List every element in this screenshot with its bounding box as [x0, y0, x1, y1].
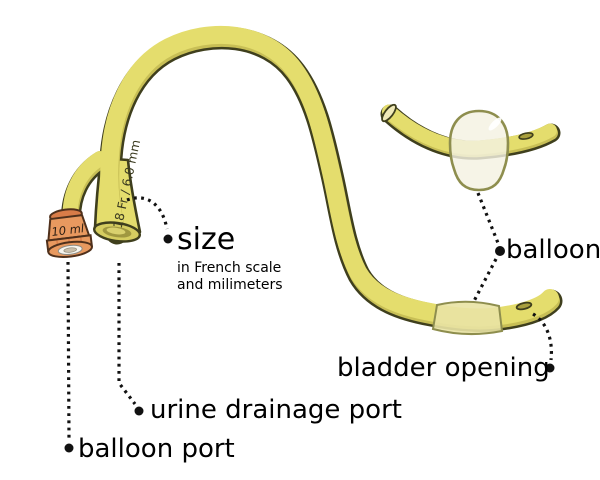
size-label-text: size	[177, 222, 236, 257]
balloon-highlight	[488, 117, 502, 131]
urine-drainage-opening	[92, 221, 142, 243]
leader-balloon-port	[66, 261, 71, 441]
size-sublabel-line2: and milimeters	[177, 277, 283, 294]
size-dot	[163, 234, 173, 244]
valve-volume-text: 10 ml	[51, 221, 86, 239]
balloon-dot	[495, 246, 505, 256]
label-size: size in French scale and milimeters	[177, 224, 283, 295]
leader-lines	[64, 192, 555, 453]
balloon-port-valve: 10 ml	[45, 208, 93, 259]
leader-balloon-lower	[471, 258, 498, 304]
leader-size	[126, 196, 169, 230]
label-balloon: balloon	[506, 235, 600, 265]
inset-tube-cut-face	[381, 103, 397, 123]
label-balloon-port: balloon port	[78, 434, 235, 464]
inflated-balloon	[448, 109, 510, 192]
bladder-opening-notch-inset	[518, 132, 534, 140]
size-sublabel: in French scale and milimeters	[177, 260, 283, 296]
balloon-port-dot	[64, 443, 74, 453]
valve-opening-center	[63, 247, 77, 253]
bladder-opening-notch	[515, 301, 533, 311]
label-bladder-opening: bladder opening	[337, 353, 550, 383]
urine-drainage-port-dot	[134, 406, 144, 416]
leader-urine-drainage-port	[117, 263, 137, 405]
label-urine-drainage-port: urine drainage port	[150, 395, 402, 425]
bladder-opening-dot	[545, 363, 555, 373]
leader-balloon-upper	[476, 192, 500, 244]
size-sublabel-line1: in French scale	[177, 259, 282, 276]
deflated-balloon-band	[431, 300, 504, 336]
